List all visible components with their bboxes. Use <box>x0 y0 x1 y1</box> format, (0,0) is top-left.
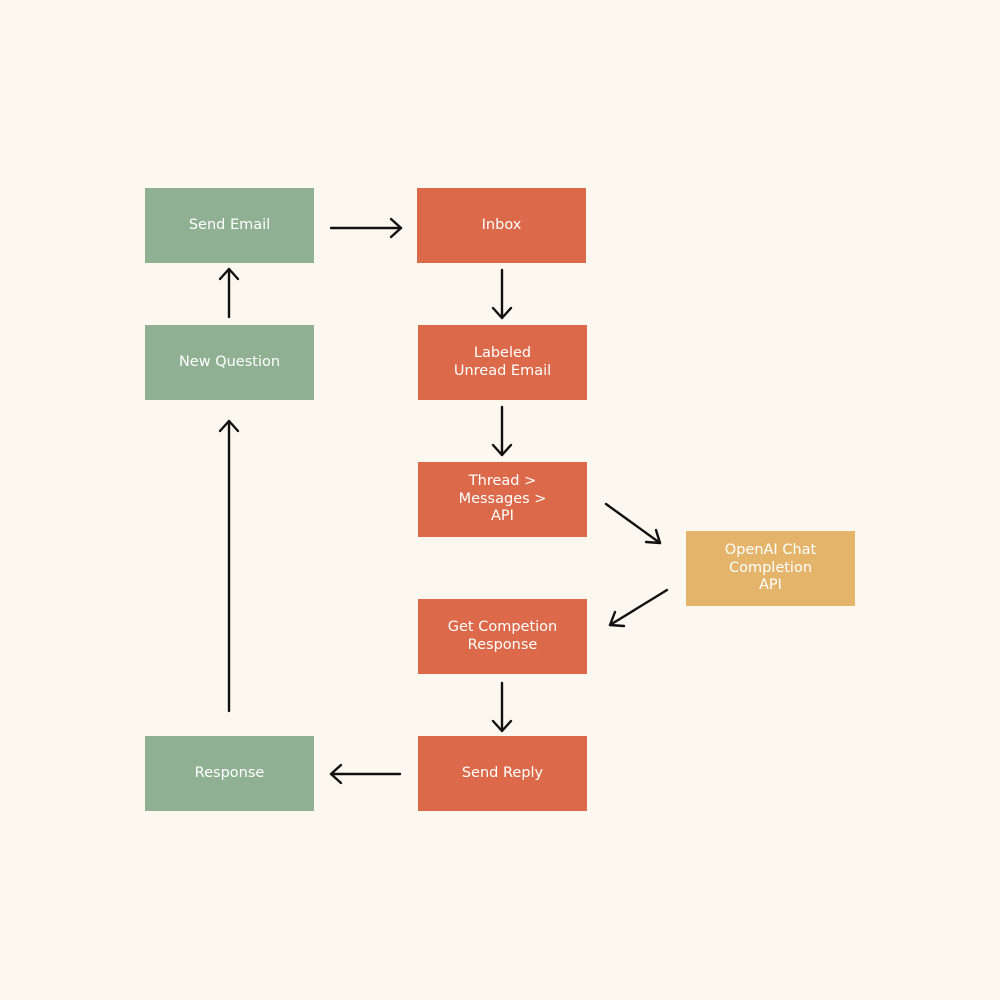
arrow-inbox-to-labeled-unread-email <box>491 268 513 320</box>
node-openai-chat-completion-api: OpenAI Chat Completion API <box>686 531 855 606</box>
node-get-completion-response: Get Competion Response <box>418 599 587 674</box>
arrow-openai-to-get-completion-response <box>608 588 669 628</box>
node-send-email-label-1: Send Email <box>188 216 271 233</box>
node-thread-messages-api-label-2: Messages > <box>458 490 547 507</box>
arrow-new-question-to-send-email <box>218 267 240 319</box>
arrow-get-completion-response-to-send-reply <box>491 681 513 733</box>
node-get-completion-response-label-2: Response <box>467 636 538 653</box>
node-send-reply-label-1: Send Reply <box>461 764 544 781</box>
node-new-question: New Question <box>145 325 314 400</box>
node-openai-label-3: API <box>759 577 782 594</box>
arrow-send-reply-to-response <box>329 763 402 785</box>
node-labeled-unread-email-label-1: Labeled <box>473 345 532 361</box>
node-inbox: Inbox <box>417 188 586 263</box>
node-labeled-unread-email-label-2: Unread Email <box>453 362 552 379</box>
node-openai-label-2: Completion <box>728 559 813 576</box>
node-openai-label-1: OpenAI Chat <box>724 542 817 559</box>
node-response: Response <box>145 736 314 811</box>
arrow-thread-messages-api-to-openai <box>604 502 662 545</box>
node-get-completion-response-label-1: Get Competion <box>447 619 558 635</box>
arrow-response-to-new-question <box>218 419 240 713</box>
node-send-email: Send Email <box>145 188 314 263</box>
node-thread-messages-api-label-1: Thread > <box>468 473 537 490</box>
node-thread-messages-api-label-3: API <box>491 508 514 525</box>
node-thread-messages-api: Thread > Messages > API <box>418 462 587 537</box>
node-response-label-1: Response <box>194 764 265 781</box>
node-new-question-label-1: New Question <box>178 353 281 370</box>
arrow-send-email-to-inbox <box>329 217 403 239</box>
node-labeled-unread-email: Labeled Unread Email <box>418 325 587 400</box>
node-send-reply: Send Reply <box>418 736 587 811</box>
arrow-labeled-unread-email-to-thread-messages-api <box>491 405 513 457</box>
node-inbox-label-1: Inbox <box>481 216 522 233</box>
